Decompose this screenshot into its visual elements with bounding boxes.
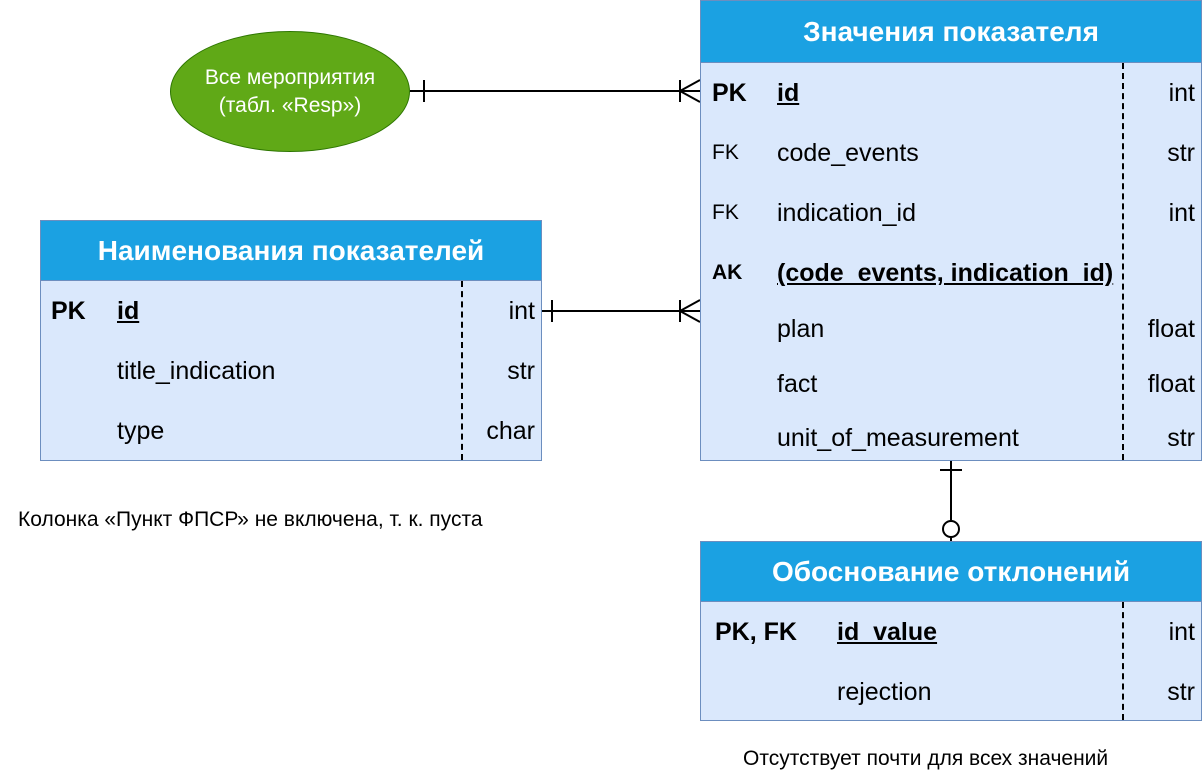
relationship-names-to-values bbox=[542, 299, 701, 323]
table-row[interactable]: FK code_events str bbox=[701, 123, 1201, 183]
all-events-ellipse[interactable]: Все мероприятия (табл. «Resp») bbox=[170, 31, 410, 152]
table-row[interactable]: title_indication str bbox=[41, 341, 541, 401]
indicator-names-table[interactable]: Наименования показателей PK id int title… bbox=[40, 220, 542, 461]
field-type: int bbox=[1168, 79, 1195, 107]
table-row[interactable]: AK (code_events, indication_id) bbox=[701, 243, 1201, 303]
field-name: plan bbox=[777, 315, 825, 343]
table-row[interactable]: fact float bbox=[701, 354, 1201, 414]
field-type: str bbox=[507, 357, 535, 385]
table-row[interactable]: PK, FK id_value int bbox=[701, 602, 1201, 662]
zero-marker bbox=[942, 520, 960, 538]
field-type: char bbox=[486, 417, 535, 445]
key-label: FK bbox=[712, 201, 739, 224]
table-row[interactable]: rejection str bbox=[701, 662, 1201, 722]
field-type: str bbox=[1167, 678, 1195, 706]
field-type: int bbox=[508, 297, 535, 325]
field-name: title_indication bbox=[117, 357, 276, 385]
field-type: float bbox=[1147, 370, 1195, 398]
crowfoot-marker bbox=[677, 79, 701, 103]
indicator-values-title: Значения показателя bbox=[701, 1, 1201, 63]
key-label: FK bbox=[712, 141, 739, 164]
crowfoot-marker bbox=[677, 299, 701, 323]
field-type: str bbox=[1167, 139, 1195, 167]
field-name: (code_events, indication_id) bbox=[777, 259, 1114, 287]
deviation-reasons-title: Обоснование отклонений bbox=[701, 542, 1201, 602]
deviation-reasons-table[interactable]: Обоснование отклонений PK, FK id_value i… bbox=[700, 541, 1202, 721]
key-label: AK bbox=[712, 261, 743, 284]
relationship-resp-to-values bbox=[410, 79, 701, 103]
note-fpsr-column: Колонка «Пункт ФПСР» не включена, т. к. … bbox=[18, 508, 483, 531]
field-name: id_value bbox=[837, 618, 938, 646]
field-name: rejection bbox=[837, 678, 932, 706]
field-name: fact bbox=[777, 370, 818, 398]
field-name: type bbox=[117, 417, 165, 445]
table-row[interactable]: PK id int bbox=[701, 63, 1201, 123]
ellipse-line-2: (табл. «Resp») bbox=[218, 93, 362, 117]
note-absent-values: Отсутствует почти для всех значений bbox=[743, 747, 1109, 770]
ellipse-line-1: Все мероприятия bbox=[204, 65, 376, 89]
key-label: PK, FK bbox=[715, 618, 797, 646]
field-name: id bbox=[117, 297, 140, 325]
table-row[interactable]: unit_of_measurement str bbox=[701, 408, 1201, 468]
column-divider bbox=[1122, 602, 1124, 720]
field-type: str bbox=[1167, 424, 1195, 452]
field-name: code_events bbox=[777, 139, 919, 167]
field-type: int bbox=[1168, 199, 1195, 227]
table-row[interactable]: type char bbox=[41, 401, 541, 461]
table-row[interactable]: FK indication_id int bbox=[701, 183, 1201, 243]
field-name: unit_of_measurement bbox=[777, 424, 1019, 452]
key-label: PK bbox=[51, 297, 86, 325]
key-label: PK bbox=[712, 79, 747, 107]
field-name: indication_id bbox=[777, 199, 916, 227]
field-type: float bbox=[1147, 315, 1195, 343]
relationship-values-to-reasons bbox=[940, 461, 962, 541]
table-row[interactable]: plan float bbox=[701, 299, 1201, 359]
field-type: int bbox=[1168, 618, 1195, 646]
indicator-names-title: Наименования показателей bbox=[41, 221, 541, 281]
column-divider bbox=[1122, 63, 1124, 460]
column-divider bbox=[461, 281, 463, 460]
table-row[interactable]: PK id int bbox=[41, 281, 541, 341]
indicator-values-table[interactable]: Значения показателя PK id int FK code_ev… bbox=[700, 0, 1202, 461]
field-name: id bbox=[777, 79, 800, 107]
